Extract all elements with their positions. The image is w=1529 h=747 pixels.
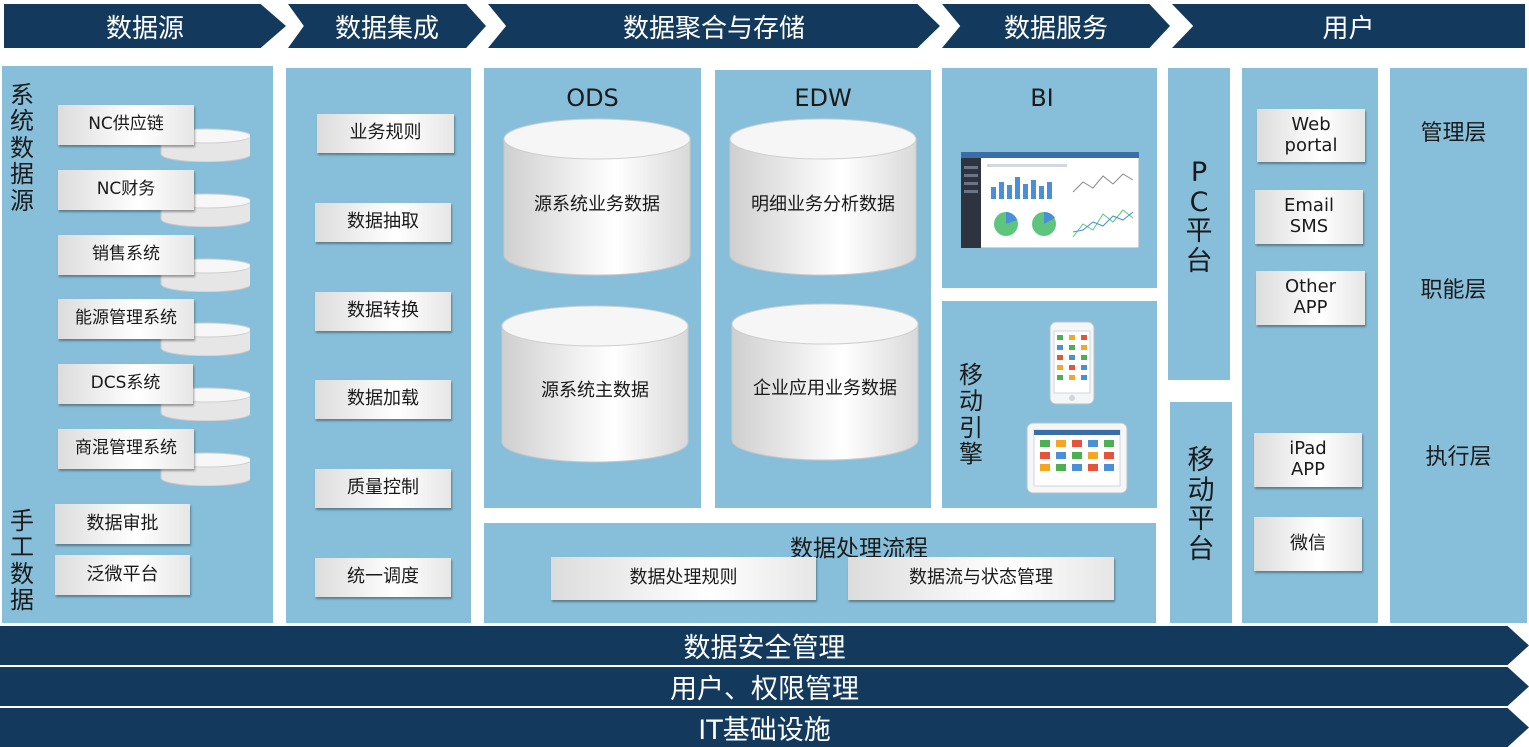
ods-master-data-label: 源系统主数据	[541, 379, 649, 401]
source-system-item: NC财务	[58, 170, 194, 210]
header-stage-label: 用户	[1322, 13, 1375, 44]
layer-management: 管理层	[1420, 121, 1487, 146]
integration-step: 业务规则	[317, 114, 454, 153]
mobile-platform-title: 移动平台	[1187, 445, 1215, 566]
manual-sources-title: 手工数据	[10, 507, 34, 615]
tablet-app-icon	[1026, 422, 1128, 494]
process-item: 数据处理规则	[551, 557, 816, 600]
integration-step: 数据抽取	[315, 203, 451, 242]
header-stage-sources: 数据源	[4, 4, 286, 48]
header-stage-label: 数据集成	[334, 13, 439, 44]
edw-title: EDW	[794, 84, 852, 112]
bar-label: IT基础设施	[698, 715, 831, 746]
header-stage-label: 数据聚合与存储	[622, 13, 805, 44]
bar-it-infrastructure: IT基础设施	[0, 708, 1529, 747]
channel-wechat: 微信	[1254, 517, 1362, 571]
header-stage-storage: 数据聚合与存储	[488, 4, 940, 48]
edw-detail-data-label: 明细业务分析数据	[751, 193, 895, 215]
layer-execution: 执行层	[1425, 445, 1492, 470]
bar-data-security: 数据安全管理	[0, 626, 1529, 665]
integration-step: 数据加载	[315, 380, 451, 419]
source-system-item: NC供应链	[58, 105, 194, 145]
bi-title: BI	[1030, 84, 1054, 112]
source-system-item: DCS系统	[58, 364, 193, 404]
ods-cylinder-business	[503, 118, 691, 276]
pc-platform-panel	[1168, 68, 1230, 380]
header-stage-services: 数据服务	[942, 4, 1170, 48]
source-system-item: 商混管理系统	[58, 429, 194, 469]
ods-business-data-label: 源系统业务数据	[534, 193, 660, 215]
phone-app-icon	[1049, 321, 1095, 405]
ods-cylinder-master	[501, 305, 689, 463]
header-stage-users: 用户	[1172, 4, 1525, 48]
integration-step: 统一调度	[315, 558, 451, 597]
ods-title: ODS	[566, 84, 619, 112]
layers-panel	[1390, 68, 1527, 623]
manual-source-item: 数据审批	[55, 504, 190, 544]
mobile-platform-panel	[1170, 402, 1232, 623]
edw-cylinder-detail	[729, 118, 917, 276]
process-item: 数据流与状态管理	[848, 557, 1114, 600]
manual-source-item: 泛微平台	[55, 555, 190, 595]
bar-user-permission: 用户、权限管理	[0, 667, 1529, 706]
bi-dashboard-icon	[961, 152, 1139, 248]
header-stage-label: 数据服务	[1003, 13, 1108, 44]
bar-label: 用户、权限管理	[670, 674, 859, 705]
integration-step: 数据转换	[315, 292, 451, 331]
system-sources-title: 系统数据源	[10, 81, 34, 215]
integration-panel	[286, 68, 471, 623]
header-stage-label: 数据源	[105, 13, 184, 44]
layer-functional: 职能层	[1420, 278, 1487, 303]
mobile-engine-title: 移动引擎	[959, 361, 983, 469]
source-system-item: 能源管理系统	[58, 299, 194, 339]
edw-cylinder-enterprise	[731, 303, 919, 461]
source-system-item: 销售系统	[58, 235, 194, 275]
edw-enterprise-data-label: 企业应用业务数据	[753, 377, 897, 399]
header-stage-integration: 数据集成	[288, 4, 486, 48]
bar-label: 数据安全管理	[683, 633, 846, 664]
integration-step: 质量控制	[315, 469, 451, 508]
